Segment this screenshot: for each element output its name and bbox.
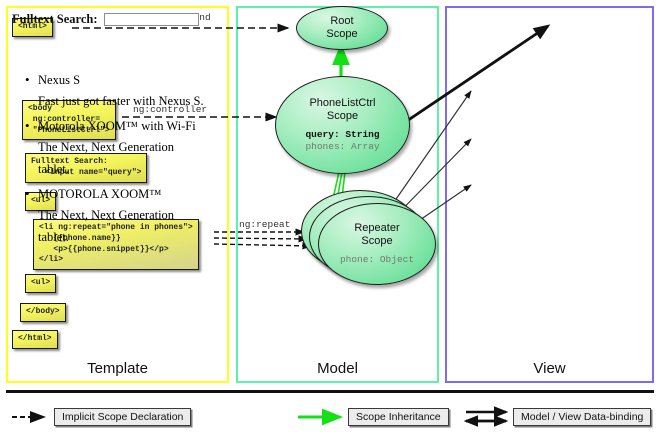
scope-root-title: Root Scope	[326, 15, 358, 40]
phone-name-row: • Motorola XOOM™ with Wi-Fi	[20, 116, 205, 136]
phone-name: Motorola XOOM™ with Wi-Fi	[38, 119, 196, 133]
scope-repeater-props: phone: Object	[340, 254, 414, 266]
phone-snippet: The Next, Next Generation tablet.	[38, 208, 175, 244]
phone-name: Nexus S	[38, 73, 81, 87]
scope-repeater-title: Repeater Scope	[354, 222, 400, 248]
phone-name: MOTOROLA XOOM™	[38, 187, 162, 201]
view-phone-list: • Nexus S Fast just got faster with Nexu…	[20, 70, 205, 252]
phone-snippet: Fast just got faster with Nexus S.	[38, 94, 204, 108]
bullet-icon: •	[25, 118, 30, 133]
bullet-icon: •	[25, 186, 30, 201]
view-search-row: Fulltext Search:	[12, 12, 199, 27]
column-title-model: Model	[317, 360, 358, 377]
template-box-body-open[interactable]: <body ng:controller= "PhoneListCtrl">	[22, 100, 116, 141]
legend-label-implicit: Implicit Scope Declaration	[54, 408, 192, 426]
template-box-search[interactable]: Fulltext Search: <input name="query">	[25, 153, 148, 183]
list-item[interactable]: • Motorola XOOM™ with Wi-Fi The Next, Ne…	[20, 116, 205, 180]
legend-divider	[6, 390, 654, 393]
list-item[interactable]: • MOTOROLA XOOM™ The Next, Next Generati…	[20, 184, 205, 248]
legend-label-inheritance: Scope Inheritance	[348, 408, 449, 426]
template-box-body-close[interactable]: </body>	[20, 303, 66, 322]
phone-name-row: • Nexus S	[20, 70, 205, 90]
bullet-icon: •	[25, 72, 30, 87]
template-box-ul-open[interactable]: <ul>	[25, 192, 57, 211]
prop-phone: phone: Object	[339, 253, 415, 265]
legend-item-inheritance: Scope Inheritance	[348, 408, 449, 426]
template-box-html-close[interactable]: </html>	[12, 330, 58, 349]
list-item[interactable]: • Nexus S Fast just got faster with Nexu…	[20, 70, 205, 112]
phone-snippet: The Next, Next Generation tablet.	[38, 140, 175, 176]
scope-phonelistctrl-props: query: String phones: Array	[305, 129, 379, 153]
legend: Implicit Scope Declaration Scope Inherit…	[0, 403, 660, 431]
scope-root[interactable]: Root Scope	[296, 6, 388, 50]
phone-name-row: • MOTOROLA XOOM™	[20, 184, 205, 204]
legend-label-databinding: Model / View Data-binding	[513, 408, 652, 426]
legend-item-implicit: Implicit Scope Declaration	[54, 408, 192, 426]
scope-phonelistctrl[interactable]: PhoneListCtrl Scope query: String phones…	[275, 76, 410, 174]
template-box-html-open[interactable]: <html>	[12, 18, 53, 37]
prop-query: query: String	[305, 128, 380, 140]
legend-item-databinding: Model / View Data-binding	[513, 408, 652, 426]
scope-repeater-front[interactable]: Repeater Scope phone: Object	[318, 203, 436, 285]
search-input[interactable]	[103, 13, 199, 26]
column-title-view: View	[533, 360, 566, 377]
label-ng-repeat: ng:repeat	[239, 219, 291, 230]
column-title-template: Template	[87, 360, 148, 377]
label-ng-controller: ng:controller	[133, 104, 208, 115]
template-box-li-repeat[interactable]: <li ng:repeat="phone in phones"> {{phone…	[33, 219, 199, 271]
prop-phones: phones: Array	[305, 140, 380, 152]
scope-phonelistctrl-title: PhoneListCtrl Scope	[309, 97, 376, 123]
view-search-label: Fulltext Search:	[12, 12, 98, 26]
template-box-ul-close[interactable]: <ul>	[25, 274, 57, 293]
